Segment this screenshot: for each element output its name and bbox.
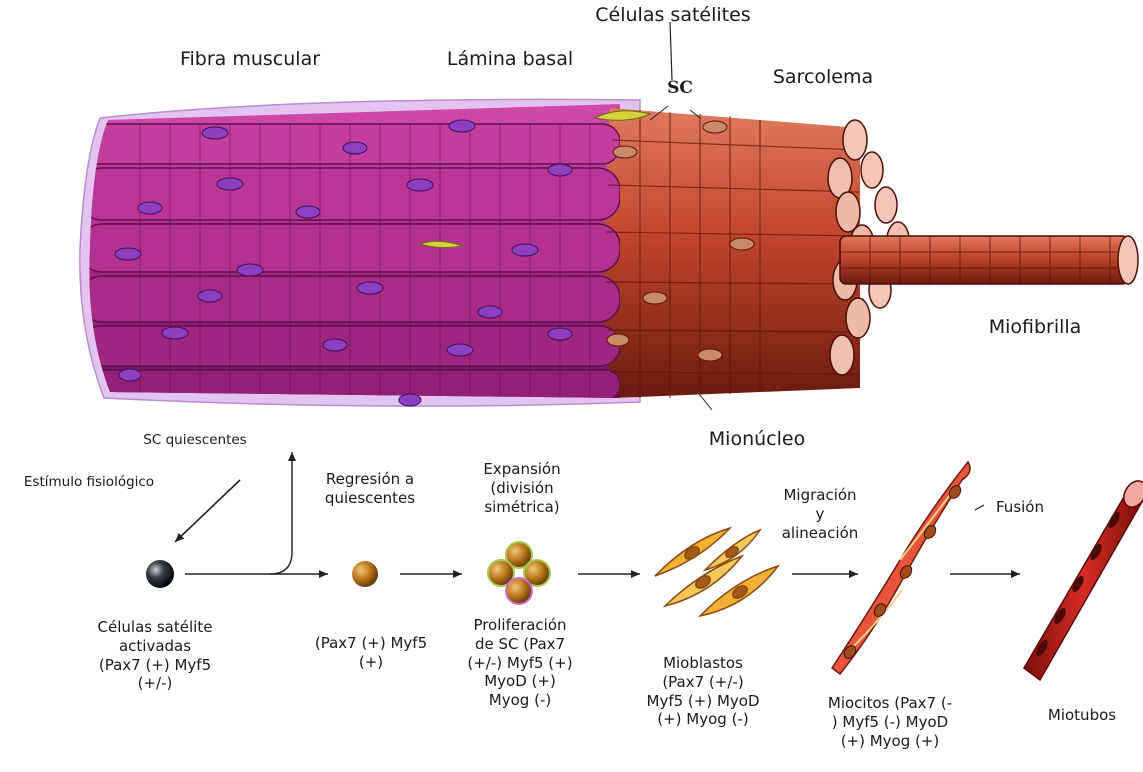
label-estimulo: Estímulo fisiológico — [4, 474, 174, 491]
fiber-cut-section — [603, 108, 860, 398]
proliferating-cells — [488, 542, 550, 604]
label-expansion: Expansión (división simétrica) — [462, 460, 582, 516]
label-miofibrilla: Miofibrilla — [960, 316, 1110, 340]
caption-myocytes: Miocitos (Pax7 (- ) Myf5 (-) MyoD (+) My… — [810, 694, 970, 750]
label-sc: SC — [660, 78, 700, 99]
label-fibra-muscular: Fibra muscular — [150, 48, 350, 72]
label-sc-quiescentes: SC quiescentes — [120, 432, 270, 449]
caption-myoblasts: Mioblastos (Pax7 (+/-) Myf5 (+) MyoD (+)… — [628, 654, 778, 729]
label-migracion: Migración y alineación — [760, 486, 880, 542]
label-lamina-basal: Lámina basal — [430, 48, 590, 72]
label-mionucleo: Mionúcleo — [682, 428, 832, 452]
label-celulas-satelites: Células satélites — [568, 4, 778, 28]
quiescent-cell — [352, 561, 378, 587]
label-sarcolema: Sarcolema — [748, 66, 898, 90]
myofibril-extended — [840, 236, 1138, 284]
caption-activated-sc: Células satélite activadas (Pax7 (+) Myf… — [70, 618, 240, 693]
caption-quiescent: (Pax7 (+) Myf5 (+) — [306, 634, 436, 672]
label-regresion: Regresión a quiescentes — [310, 470, 430, 508]
label-fusion: Fusión — [980, 498, 1060, 517]
activated-satellite-cell — [146, 560, 174, 588]
caption-proliferation: Proliferación de SC (Pax7 (+/-) Myf5 (+)… — [455, 616, 585, 710]
caption-myotubes: Miotubos — [1032, 706, 1132, 725]
